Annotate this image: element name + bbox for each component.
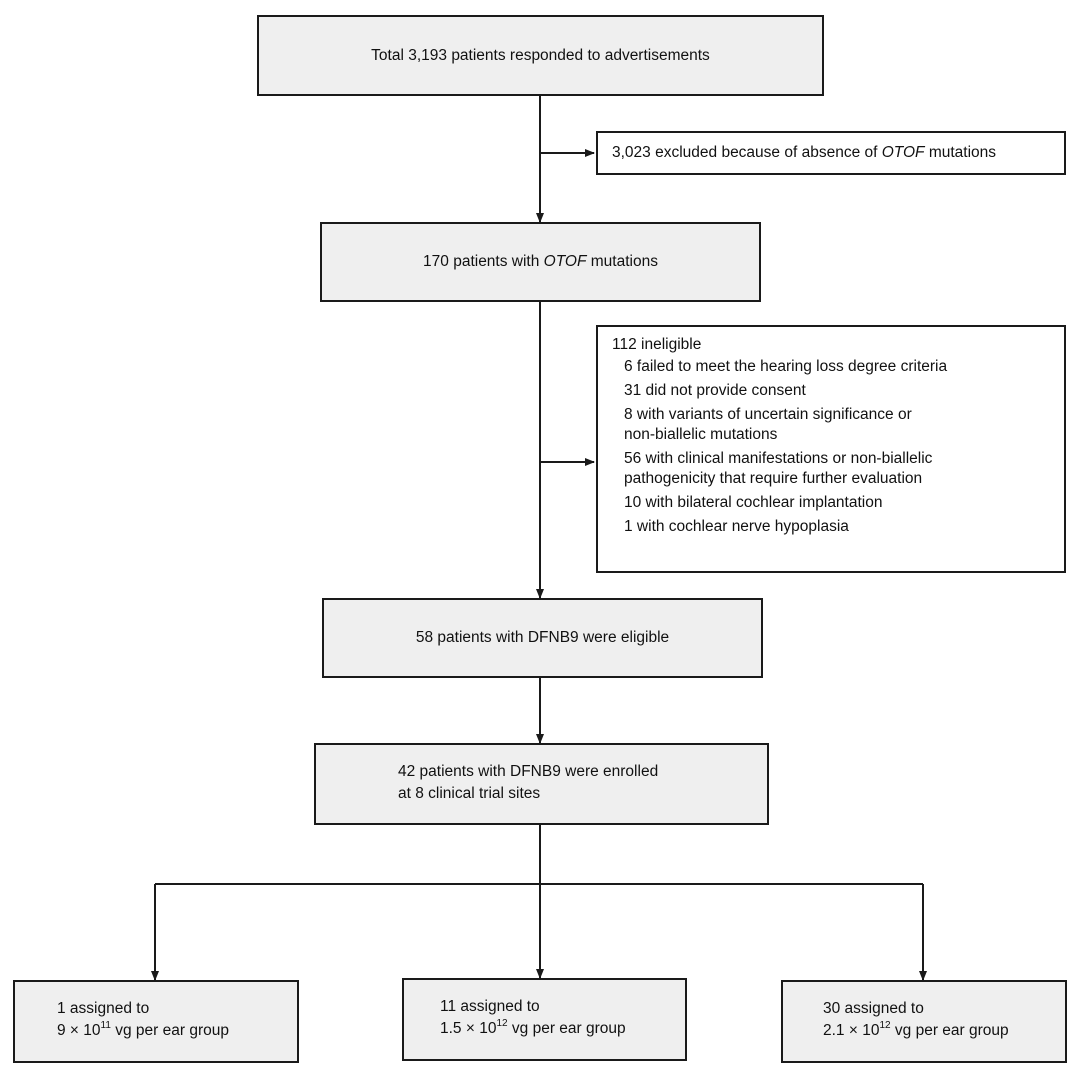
box-ineligible: 112 ineligible 6 failed to meet the hear… xyxy=(596,325,1066,573)
group-1-line-1: 1 assigned to xyxy=(57,1000,150,1017)
ineligible-item-nerve-hypoplasia: 1 with cochlear nerve hypoplasia xyxy=(612,517,1054,537)
ineligible-list: 112 ineligible 6 failed to meet the hear… xyxy=(612,335,1054,537)
total-responded-text: Total 3,193 patients responded to advert… xyxy=(371,46,710,64)
group-2-dose: 1.5 × 1012 vg per ear group xyxy=(440,1018,626,1038)
dose-suffix: vg per ear group xyxy=(890,1022,1009,1039)
ineligible-item-cochlear-implant: 10 with bilateral cochlear implantation xyxy=(612,493,1054,513)
group-3-text: 30 assigned to 2.1 × 1012 vg per ear gro… xyxy=(823,998,1009,1042)
box-eligible: 58 patients with DFNB9 were eligible xyxy=(322,598,763,678)
otof-patients-text: 170 patients with OTOF mutations xyxy=(423,251,658,273)
otof-prefix: 170 patients with xyxy=(423,253,544,270)
ineligible-item-line: 56 with clinical manifestations or non-b… xyxy=(624,450,933,467)
group-2-text: 11 assigned to 1.5 × 1012 vg per ear gro… xyxy=(440,996,626,1040)
ineligible-item-hearing-loss: 6 failed to meet the hearing loss degree… xyxy=(612,357,1054,377)
dose-suffix: vg per ear group xyxy=(110,1022,229,1039)
otof-gene-name: OTOF xyxy=(543,253,587,270)
enrolled-line-2: at 8 clinical trial sites xyxy=(398,785,541,802)
dose-mantissa: 2.1 xyxy=(823,1022,845,1039)
group-3-line-1: 30 assigned to xyxy=(823,1000,924,1017)
group-3-dose: 2.1 × 1012 vg per ear group xyxy=(823,1020,1009,1040)
dose-exponent: 12 xyxy=(879,1020,891,1031)
enrolled-line-1: 42 patients with DFNB9 were enrolled xyxy=(398,763,659,780)
excluded-text: 3,023 excluded because of absence of OTO… xyxy=(612,142,996,164)
dose-exponent: 12 xyxy=(496,1018,508,1029)
ineligible-item-line: non-biallelic mutations xyxy=(624,426,778,443)
dose-suffix: vg per ear group xyxy=(507,1020,626,1037)
dose-mantissa: 9 xyxy=(57,1022,66,1039)
box-enrolled: 42 patients with DFNB9 were enrolled at … xyxy=(314,743,769,825)
ineligible-item-clinical: 56 with clinical manifestations or non-b… xyxy=(612,449,1054,489)
excluded-gene-name: OTOF xyxy=(881,144,925,161)
ineligible-item-line: 8 with variants of uncertain significanc… xyxy=(624,406,912,423)
ineligible-item-variants: 8 with variants of uncertain significanc… xyxy=(612,405,1054,445)
otof-suffix: mutations xyxy=(586,253,658,270)
box-group-mid-dose: 11 assigned to 1.5 × 1012 vg per ear gro… xyxy=(402,978,687,1061)
box-total-responded: Total 3,193 patients responded to advert… xyxy=(257,15,824,96)
ineligible-item-line: 6 failed to meet the hearing loss degree… xyxy=(624,358,948,375)
ineligible-item-line: 10 with bilateral cochlear implantation xyxy=(624,494,883,511)
ineligible-item-line: pathogenicity that require further evalu… xyxy=(624,470,923,487)
box-group-low-dose: 1 assigned to 9 × 1011 vg per ear group xyxy=(13,980,299,1063)
ineligible-header: 112 ineligible xyxy=(612,336,702,353)
ineligible-item-line: 1 with cochlear nerve hypoplasia xyxy=(624,518,849,535)
enrolled-text: 42 patients with DFNB9 were enrolled at … xyxy=(398,761,658,805)
group-2-line-1: 11 assigned to xyxy=(440,998,540,1015)
ineligible-item-line: 31 did not provide consent xyxy=(624,382,806,399)
box-otof-patients: 170 patients with OTOF mutations xyxy=(320,222,761,302)
group-1-text: 1 assigned to 9 × 1011 vg per ear group xyxy=(57,998,229,1042)
dose-exponent: 11 xyxy=(100,1020,111,1031)
ineligible-item-no-consent: 31 did not provide consent xyxy=(612,381,1054,401)
excluded-prefix: 3,023 excluded because of absence of xyxy=(612,144,882,161)
box-group-high-dose: 30 assigned to 2.1 × 1012 vg per ear gro… xyxy=(781,980,1067,1063)
group-1-dose: 9 × 1011 vg per ear group xyxy=(57,1020,229,1040)
eligible-text: 58 patients with DFNB9 were eligible xyxy=(415,629,670,646)
excluded-suffix: mutations xyxy=(924,144,997,161)
dose-mantissa: 1.5 xyxy=(440,1020,462,1037)
box-excluded-otof-absent: 3,023 excluded because of absence of OTO… xyxy=(596,131,1066,175)
